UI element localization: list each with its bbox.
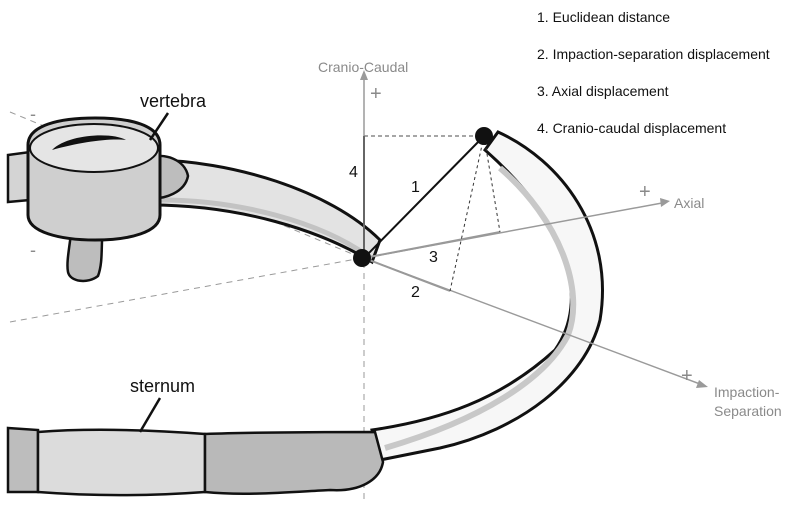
minus-lower: - [30,240,36,260]
anatomy-labels: vertebra sternum [130,91,207,433]
impaction-arrow [696,380,708,388]
impaction-projection-dashed [449,135,485,292]
axes [360,70,708,388]
impaction-label-line1: Impaction- [714,384,780,400]
cranio-caudal-label: Cranio-Caudal [318,59,408,75]
sternum-leader-line [138,397,162,433]
sternum-segment-2 [36,428,207,497]
vertebra [6,116,190,283]
sternum-segment-3 [203,430,385,495]
impaction-label-line2: Separation [714,403,782,419]
sternum [6,426,385,497]
sternum-segment-1 [6,426,40,494]
axial-projection-dashed [483,135,501,233]
impaction-plus: + [681,365,693,387]
cranio-caudal-arrow [360,70,368,80]
number-3: 3 [429,249,438,266]
legend: 1. Euclidean distance 2. Impaction-separ… [537,9,770,136]
legend-item-3: 3. Axial displacement [537,83,669,99]
number-2: 2 [411,284,420,301]
vertebra-foramen [52,135,126,150]
legend-item-4: 4. Cranio-caudal displacement [537,120,726,136]
axis-labels: Cranio-Caudal + Axial + Impaction- Separ… [30,59,782,419]
impaction-displacement-line [363,257,451,292]
vertebra-leader-line [148,112,170,141]
vertebra-label: vertebra [140,91,207,111]
upper-rib-shade [159,197,370,259]
number-1: 1 [411,179,420,196]
axial-label: Axial [674,195,704,211]
fracture-point-distal [475,127,493,145]
fracture-point-proximal [353,249,371,267]
lower-rib-shape [370,130,604,462]
measurement-numbers: 1 2 3 4 [349,164,438,301]
sternum-label: sternum [130,376,195,396]
number-4: 4 [349,164,358,181]
vertebra-top-face [29,123,159,173]
legend-item-1: 1. Euclidean distance [537,9,670,25]
axial-arrow [660,198,670,207]
legend-item-2: 2. Impaction-separation displacement [537,46,770,62]
displacement-lines [363,135,501,292]
dashed-line-lower [9,257,363,323]
axial-displacement-line [363,231,501,259]
minus-upper: - [30,104,36,124]
euclidean-distance-line [363,135,485,259]
lower-rib [370,130,604,462]
axial-plus: + [639,181,651,203]
cranio-caudal-plus: + [370,83,382,105]
